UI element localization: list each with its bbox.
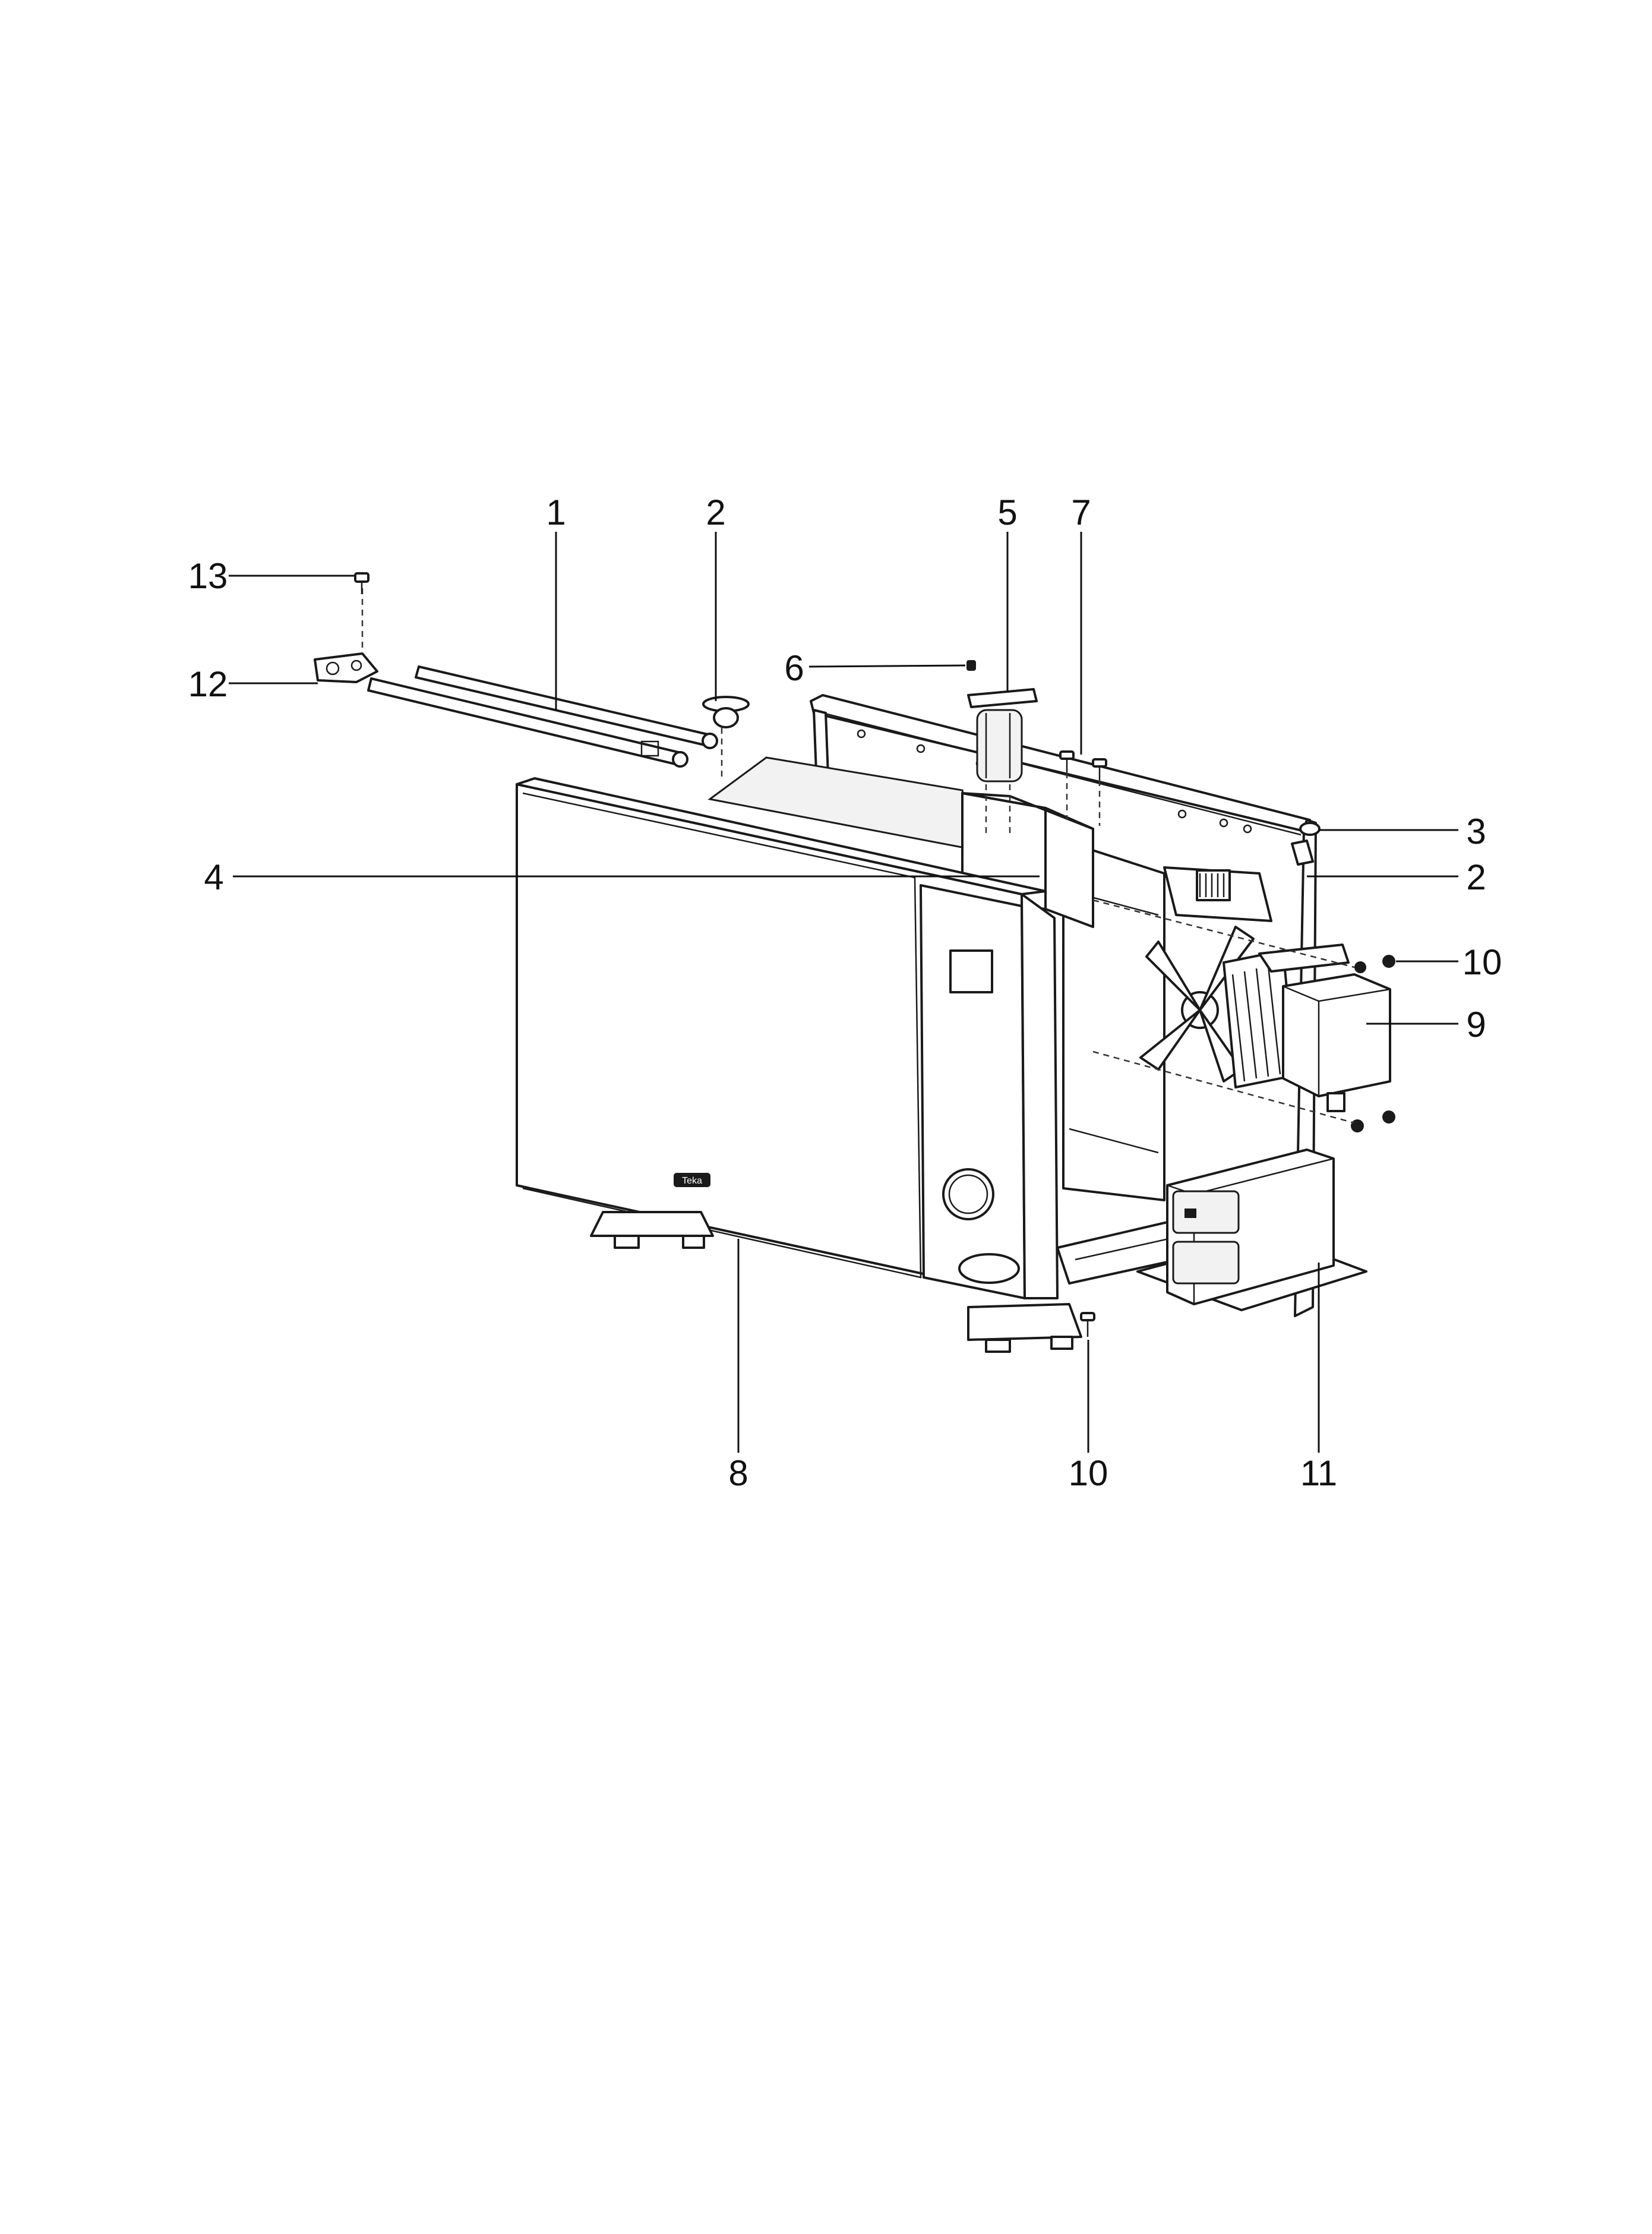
- callout-1: 1: [546, 493, 566, 710]
- svg-text:11: 11: [1300, 1453, 1337, 1493]
- lamp-holder: [967, 688, 1038, 838]
- callout-7: 7: [1071, 493, 1091, 755]
- svg-text:2: 2: [706, 493, 725, 532]
- door-assembly: Teka: [516, 777, 1059, 1299]
- callout-10-bottom: 10: [1069, 1340, 1108, 1493]
- screws-7: [1059, 750, 1107, 826]
- callout-13: 13: [188, 556, 354, 596]
- svg-text:1: 1: [546, 493, 566, 532]
- callout-2-right: 2: [1307, 857, 1486, 897]
- clip-3: [1291, 822, 1321, 866]
- callout-10-right: 10: [1396, 942, 1502, 982]
- heating-element-rods: [367, 665, 718, 768]
- callout-11: 11: [1300, 1263, 1337, 1493]
- callout-12: 12: [188, 664, 318, 704]
- svg-text:10: 10: [1069, 1453, 1108, 1493]
- svg-text:13: 13: [188, 556, 228, 596]
- screw-13: [354, 572, 369, 594]
- callout-9: 9: [1366, 1005, 1486, 1045]
- svg-text:6: 6: [784, 648, 804, 688]
- control-knob: [942, 1168, 994, 1220]
- svg-text:10: 10: [1463, 942, 1502, 982]
- svg-text:Teka: Teka: [682, 1176, 702, 1186]
- control-board: [1163, 866, 1272, 922]
- svg-text:5: 5: [997, 493, 1017, 532]
- svg-text:3: 3: [1466, 812, 1486, 851]
- svg-text:9: 9: [1466, 1005, 1486, 1045]
- screw-6: [966, 660, 976, 671]
- svg-text:12: 12: [188, 664, 228, 704]
- svg-text:4: 4: [204, 857, 223, 897]
- screw-10-bottom: [1080, 1312, 1095, 1337]
- callout-2-top: 2: [706, 493, 726, 701]
- svg-text:7: 7: [1071, 493, 1091, 532]
- callout-5: 5: [997, 493, 1018, 692]
- feet: [590, 1211, 1082, 1353]
- transformer: [1136, 1148, 1367, 1311]
- screws-10-right: [1092, 899, 1395, 1132]
- svg-text:2: 2: [1466, 857, 1486, 897]
- brand-logo: Teka: [674, 1173, 710, 1187]
- callout-8: 8: [728, 1239, 748, 1493]
- grommet-top: [702, 696, 750, 778]
- magnetron: [1223, 944, 1391, 1112]
- mounting-bracket: [314, 588, 378, 683]
- svg-text:8: 8: [728, 1453, 748, 1493]
- callout-6: 6: [784, 648, 966, 688]
- callout-3: 3: [1319, 812, 1486, 851]
- callout-4: 4: [204, 857, 1040, 897]
- callouts: 1 2 5 7 13 6 12: [188, 493, 1502, 1493]
